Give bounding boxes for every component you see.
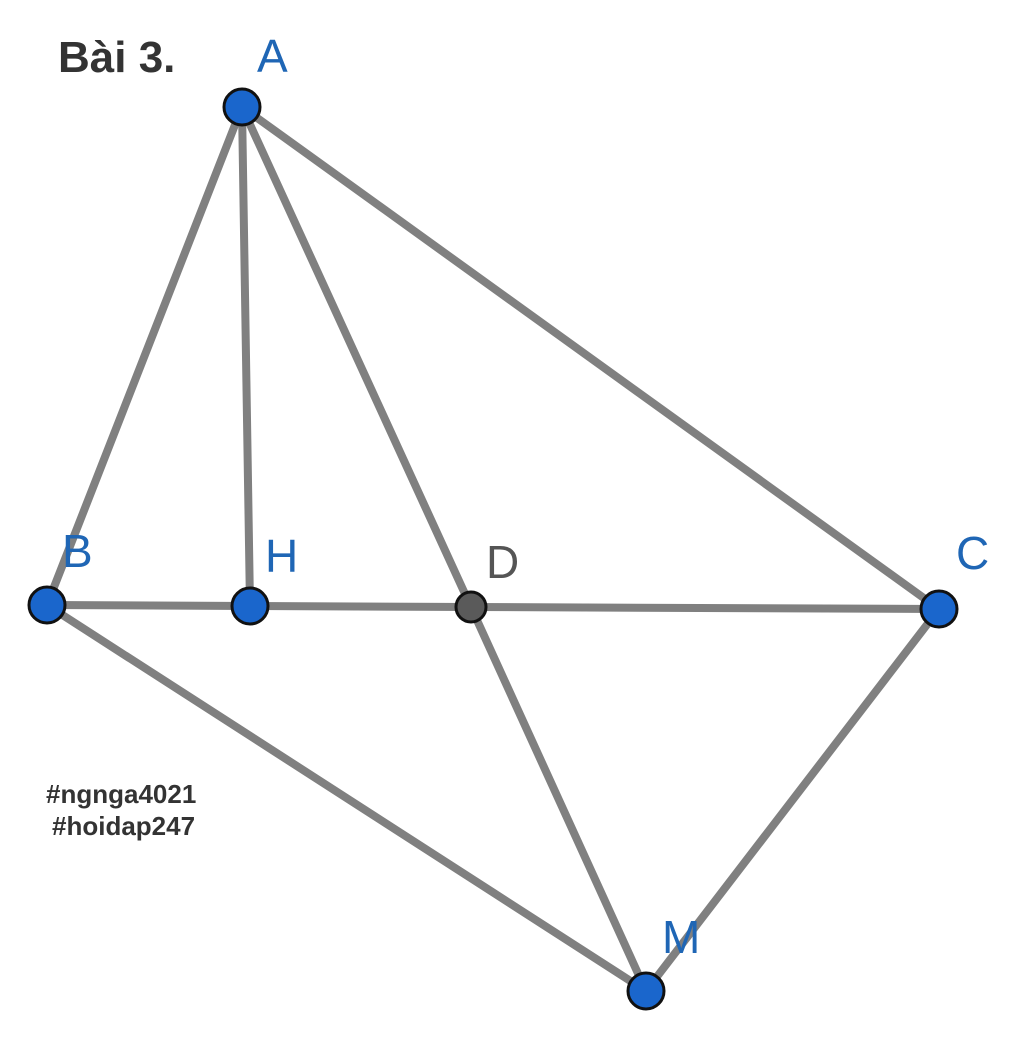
label-a: A bbox=[257, 30, 288, 82]
segment-bh bbox=[43, 601, 254, 610]
watermark: #ngnga4021 #hoidap247 bbox=[46, 778, 196, 842]
segment-ad bbox=[238, 103, 475, 611]
point-a[interactable] bbox=[222, 87, 262, 127]
point-b[interactable] bbox=[27, 585, 67, 625]
segment-dm bbox=[467, 603, 650, 995]
segment-ah bbox=[238, 103, 254, 610]
labels-layer: A B H D C M bbox=[62, 30, 989, 963]
segment-hd bbox=[246, 602, 475, 611]
point-h[interactable] bbox=[230, 586, 270, 626]
point-c[interactable] bbox=[919, 589, 959, 629]
label-h: H bbox=[265, 530, 298, 582]
watermark-line-2: #hoidap247 bbox=[52, 811, 196, 841]
segment-dc bbox=[467, 603, 943, 613]
label-c: C bbox=[956, 527, 989, 579]
label-m: M bbox=[662, 911, 700, 963]
point-m[interactable] bbox=[626, 971, 666, 1011]
label-d: D bbox=[486, 536, 519, 588]
segment-ab bbox=[43, 103, 246, 609]
label-b: B bbox=[62, 525, 93, 577]
segments-layer bbox=[43, 103, 943, 995]
problem-title: Bài 3. bbox=[58, 33, 176, 82]
point-d[interactable] bbox=[454, 590, 488, 624]
segment-cm bbox=[642, 605, 943, 995]
points-layer bbox=[27, 87, 959, 1011]
watermark-line-1: #ngnga4021 bbox=[46, 779, 197, 809]
segment-bm bbox=[43, 601, 650, 995]
segment-ac bbox=[238, 103, 943, 613]
